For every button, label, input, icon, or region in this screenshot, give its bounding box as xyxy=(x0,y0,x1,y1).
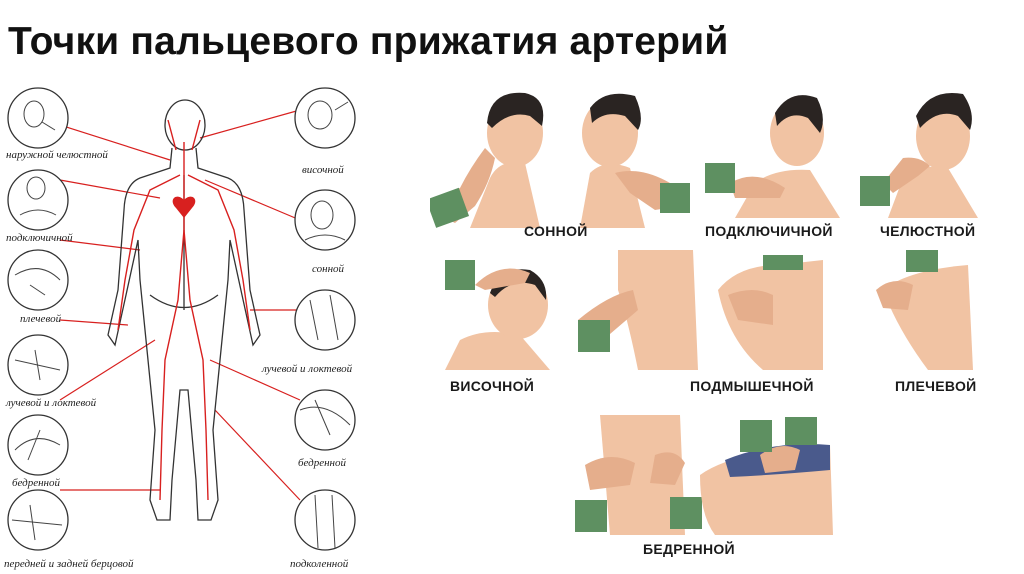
label-carotid: сонной xyxy=(312,263,344,275)
caption-axillary: ПОДМЫШЕЧНОЙ xyxy=(690,378,814,394)
label-temporal: височной xyxy=(302,164,344,176)
photo-axillary xyxy=(578,250,838,370)
photo-carotid xyxy=(430,88,690,228)
caption-femoral: БЕДРЕННОЙ xyxy=(643,541,735,557)
caption-brachial: ПЛЕЧЕВОЙ xyxy=(895,378,977,394)
photo-temporal xyxy=(440,255,560,370)
right-detail-circles xyxy=(295,88,355,550)
label-radial-ulnar-right: лучевой и локтевой xyxy=(262,363,352,375)
label-external-maxillary: наружной челюстной xyxy=(6,149,108,161)
label-popliteal: подколенной xyxy=(290,558,348,570)
photo-femoral xyxy=(575,415,835,535)
label-subclavian: подключичной xyxy=(6,232,73,244)
photo-brachial xyxy=(868,250,978,370)
label-tibial: передней и задней берцовой xyxy=(4,558,134,570)
caption-carotid: СОННОЙ xyxy=(524,223,588,239)
caption-maxillary: ЧЕЛЮСТНОЙ xyxy=(880,223,975,239)
label-brachial: плечевой xyxy=(20,313,61,325)
photo-subclavian xyxy=(705,88,845,218)
anatomy-diagram: наружной челюстной подключичной плечевой… xyxy=(0,80,385,574)
caption-subclavian: ПОДКЛЮЧИЧНОЙ xyxy=(705,223,833,239)
photo-maxillary xyxy=(858,88,988,218)
label-femoral-right: бедренной xyxy=(298,457,346,469)
connector-lines xyxy=(60,110,300,500)
caption-temporal: ВИСОЧНОЙ xyxy=(450,378,534,394)
label-femoral-left: бедренной xyxy=(12,477,60,489)
page-title: Точки пальцевого прижатия артерий xyxy=(8,20,729,64)
label-radial-ulnar-left: лучевой и локтевой xyxy=(6,397,96,409)
